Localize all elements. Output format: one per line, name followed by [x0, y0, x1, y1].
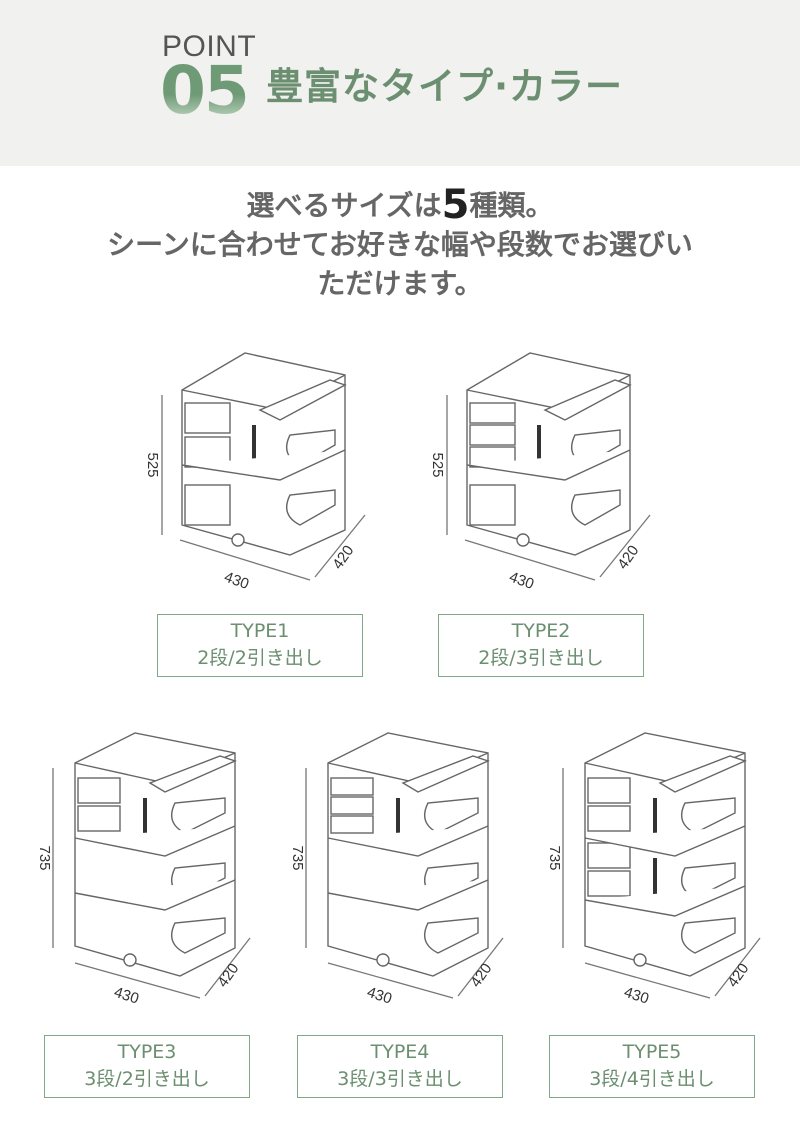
type3-label: TYPE3 3段/2引き出し [44, 1035, 250, 1098]
type-name: TYPE1 [230, 620, 290, 642]
width-dimension: 430 [507, 569, 536, 594]
point-number: 05 [160, 52, 250, 129]
type-spec: 3段/4引き出し [589, 1068, 715, 1090]
intro-line-2: シーンに合わせてお好きな幅や段数でお選びい [107, 228, 693, 261]
product-type5-illustration: 735 430 420 [545, 728, 770, 1018]
depth-dimension: 420 [329, 542, 357, 572]
height-dimension: 525 [144, 452, 161, 477]
type-name: TYPE4 [370, 1041, 430, 1063]
type-spec: 3段/3引き出し [337, 1068, 463, 1090]
cabinet-3tier-icon: 735 430 420 [546, 732, 761, 1008]
type2-label: TYPE2 2段/3引き出し [438, 614, 644, 677]
type1-label: TYPE1 2段/2引き出し [157, 614, 363, 677]
header-band: POINT 05 豊富なタイプ·カラー [0, 0, 800, 166]
type-spec: 2段/3引き出し [478, 647, 604, 669]
product-type4-illustration: 735 430 420 [288, 728, 513, 1018]
height-dimension: 735 [546, 845, 563, 870]
type-spec: 2段/2引き出し [197, 647, 323, 669]
product-type2-illustration: 525 430 420 [425, 345, 665, 600]
width-dimension: 430 [365, 984, 394, 1008]
depth-dimension: 420 [467, 960, 495, 990]
cabinet-3tier-icon: 735 430 420 [36, 732, 251, 1008]
point-label: POINT [162, 30, 257, 63]
intro-line-1: 選べるサイズは5種類。 [0, 185, 800, 225]
type-spec: 3段/2引き出し [84, 1068, 210, 1090]
cabinet-3tier-icon: 735 430 420 [289, 732, 504, 1008]
depth-dimension: 420 [614, 542, 642, 572]
height-dimension: 735 [36, 845, 53, 870]
intro-line-3: ただけます。 [317, 267, 483, 300]
depth-dimension: 420 [724, 960, 752, 990]
intro-line-1-suffix: 種類。 [469, 189, 554, 222]
type-name: TYPE5 [622, 1041, 682, 1063]
cabinet-2tier-icon: 525 430 420 [429, 352, 651, 594]
intro-line-1-prefix: 選べるサイズは [246, 189, 442, 222]
width-dimension: 430 [112, 984, 141, 1008]
product-type3-illustration: 735 430 420 [35, 728, 260, 1018]
intro-text: 選べるサイズは5種類。 シーンに合わせてお好きな幅や段数でお選びい ただけます。 [0, 185, 800, 303]
height-dimension: 525 [429, 452, 446, 477]
section-title: 豊富なタイプ·カラー [266, 65, 624, 108]
type-name: TYPE2 [511, 620, 571, 642]
width-dimension: 430 [222, 569, 251, 594]
height-dimension: 735 [289, 845, 306, 870]
product-type1-illustration: 525 430 420 [140, 345, 380, 600]
type5-label: TYPE5 3段/4引き出し [549, 1035, 755, 1098]
depth-dimension: 420 [214, 960, 242, 990]
type-name: TYPE3 [117, 1041, 177, 1063]
width-dimension: 430 [622, 984, 651, 1008]
cabinet-2tier-icon: 525 430 420 [144, 352, 366, 594]
type4-label: TYPE4 3段/3引き出し [297, 1035, 503, 1098]
size-count: 5 [441, 182, 470, 228]
